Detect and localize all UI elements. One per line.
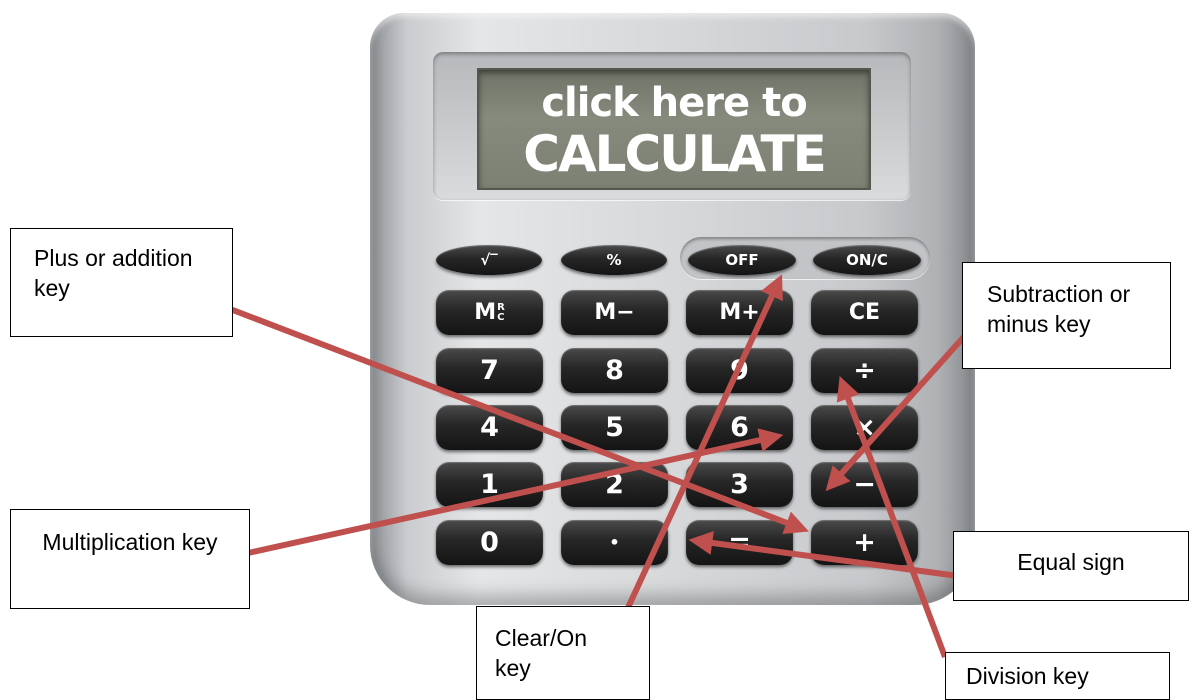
mrc-key-label: M [474,300,497,325]
arrow-clear-on [623,274,783,614]
decimal-point-label: • [609,533,620,552]
digit-3-key[interactable]: 3 [686,462,793,507]
digit-8-key[interactable]: 8 [561,348,668,393]
square-root-key-label: √‾ [480,251,498,269]
divide-key[interactable]: ÷ [811,348,918,393]
digit-1-label: 1 [480,469,499,500]
callout-equal-text: Equal sign [1017,549,1125,575]
callout-plus-key: Plus or addition key [10,228,233,337]
on-clear-key-label: ON/C [846,251,888,269]
callout-clear-on-key: Clear/On key [476,606,650,700]
digit-7-key[interactable]: 7 [436,348,543,393]
digit-0-key[interactable]: 0 [436,520,543,565]
arrow-division [836,376,948,659]
digit-7-label: 7 [480,355,499,386]
digit-4-key[interactable]: 4 [436,405,543,450]
callout-clear-on-text: Clear/On key [495,625,588,681]
callout-plus-text: Plus or addition key [34,245,193,301]
arrow-plus [210,299,809,535]
digit-3-label: 3 [730,469,749,500]
arrow-equal [688,531,989,583]
on-clear-key[interactable]: ON/C [813,245,921,275]
callout-subtraction-key: Subtraction or minus key [962,262,1171,369]
clear-entry-key[interactable]: CE [811,290,918,335]
display-line-1: click here to [541,80,807,126]
plus-key-label: + [853,527,876,558]
arrow-subtraction [825,327,973,492]
off-key[interactable]: OFF [688,245,796,275]
callout-multiplication-text: Multiplication key [42,529,218,555]
digit-5-label: 5 [605,412,624,443]
callout-multiplication-key: Multiplication key [10,509,250,609]
mrc-key-sup: R [497,301,505,313]
digit-5-key[interactable]: 5 [561,405,668,450]
minus-key-label: − [853,469,876,500]
callout-equal-sign: Equal sign [953,531,1189,601]
memory-plus-key-label: M+ [719,300,760,325]
digit-2-label: 2 [605,469,624,500]
digit-0-label: 0 [480,527,499,558]
digit-6-label: 6 [730,412,749,443]
arrow-multiplication [247,428,784,556]
display-line-2: CALCULATE [523,125,826,183]
clear-entry-key-label: CE [848,300,881,325]
percent-key[interactable]: % [561,245,667,275]
digit-4-label: 4 [480,412,499,443]
memory-minus-key[interactable]: M− [561,290,668,335]
digit-8-label: 8 [605,355,624,386]
off-key-label: OFF [725,251,759,269]
callout-division-key: Division key [945,652,1170,700]
memory-minus-key-label: M− [594,300,635,325]
percent-key-label: % [606,251,622,269]
mrc-key-sub: C [497,311,505,323]
square-root-key[interactable]: √‾ [436,245,542,275]
calculator-display[interactable]: click here to CALCULATE [477,68,871,190]
callout-division-text: Division key [966,663,1089,689]
callout-subtraction-text: Subtraction or minus key [987,281,1131,337]
